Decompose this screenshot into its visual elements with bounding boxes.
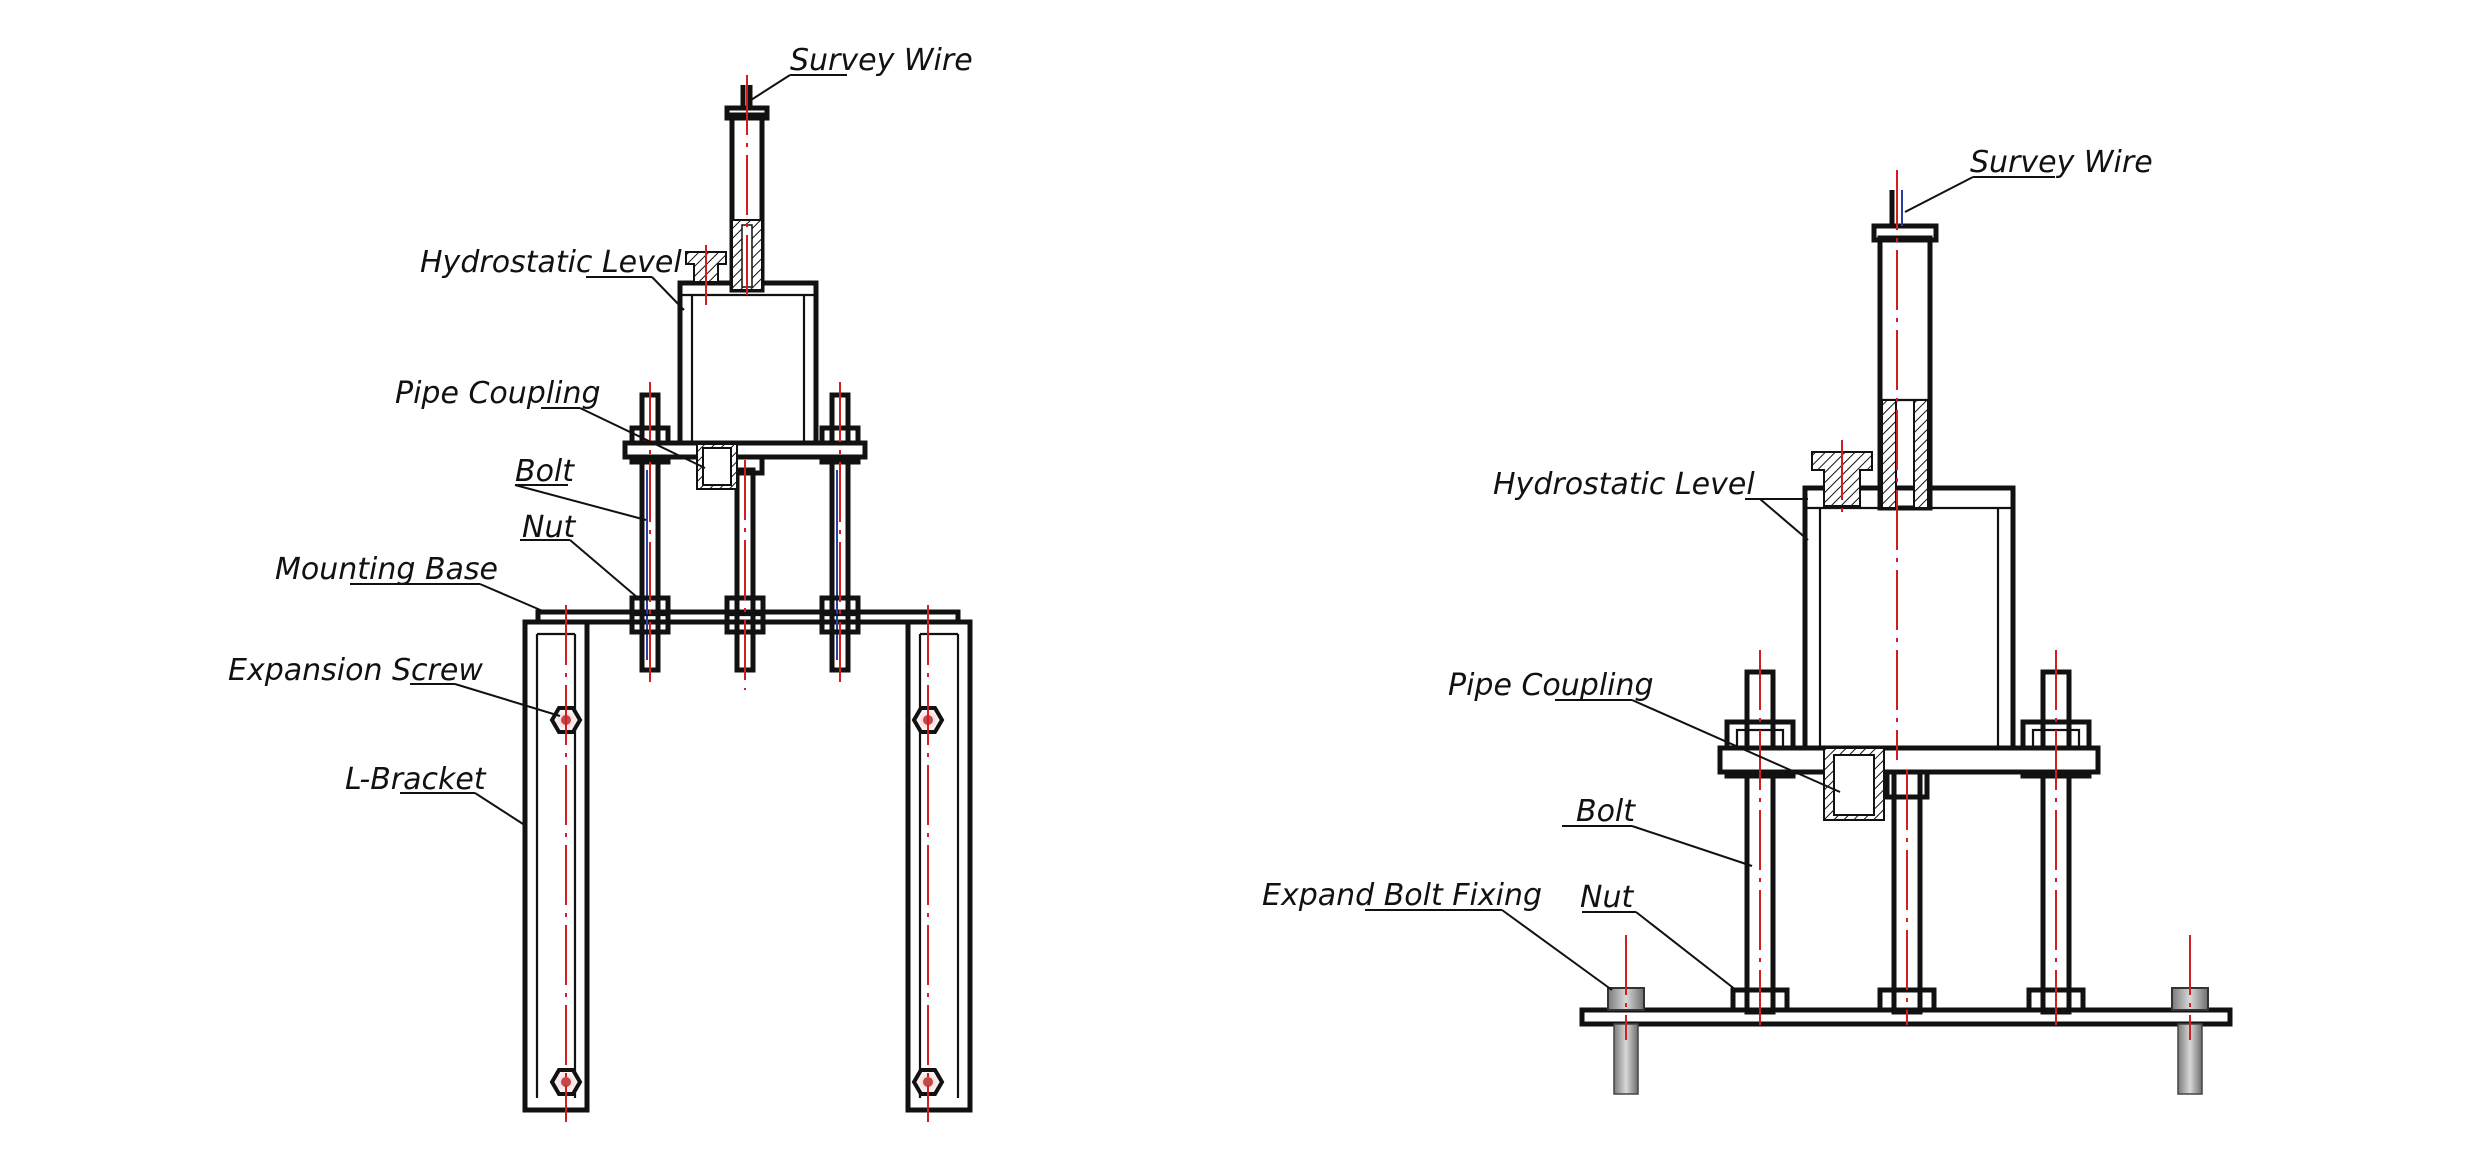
label-hydrostatic-level-right: Hydrostatic Level bbox=[1493, 467, 1755, 502]
label-l-bracket: L-Bracket bbox=[345, 762, 487, 797]
label-nut-right: Nut bbox=[1580, 880, 1634, 915]
hydrostatic-level-left bbox=[677, 280, 819, 446]
right-assembly: Survey Wire Hydrostatic Level Pipe Coupl… bbox=[1262, 145, 2233, 1095]
label-bolt-right: Bolt bbox=[1576, 794, 1636, 829]
l-bracket-right bbox=[905, 619, 973, 1113]
label-mounting-base: Mounting Base bbox=[275, 552, 498, 587]
label-pipe-coupling-left: Pipe Coupling bbox=[395, 376, 601, 411]
pipe-coupling-right bbox=[1823, 747, 1885, 821]
leaders-left bbox=[350, 74, 847, 825]
l-bracket-left bbox=[522, 619, 590, 1113]
label-expand-bolt-fixing: Expand Bolt Fixing bbox=[1262, 878, 1542, 913]
centerlines-right bbox=[1625, 170, 2191, 1040]
label-survey-wire-right: Survey Wire bbox=[1970, 145, 2153, 180]
label-hydrostatic-level-left: Hydrostatic Level bbox=[420, 245, 682, 280]
support-crossbar-right bbox=[1717, 745, 2101, 775]
label-bolt-left: Bolt bbox=[515, 454, 575, 489]
survey-wire-column-right bbox=[1871, 190, 1939, 511]
label-expansion-screw: Expansion Screw bbox=[228, 653, 483, 688]
centerlines-left bbox=[565, 75, 929, 1122]
leaders-right bbox=[1365, 176, 2055, 991]
mounting-base-plate bbox=[535, 609, 961, 625]
left-assembly: Survey Wire Hydrostatic Level Pipe Coupl… bbox=[228, 43, 973, 1122]
hydrostatic-level-right bbox=[1802, 485, 2016, 751]
label-nut-left: Nut bbox=[522, 510, 576, 545]
label-survey-wire-left: Survey Wire bbox=[790, 43, 973, 78]
label-pipe-coupling-right: Pipe Coupling bbox=[1448, 668, 1654, 703]
expansion-screws bbox=[549, 706, 945, 1096]
expand-bolt-anchors bbox=[1607, 987, 2209, 1095]
pipe-coupling-left bbox=[696, 443, 738, 490]
